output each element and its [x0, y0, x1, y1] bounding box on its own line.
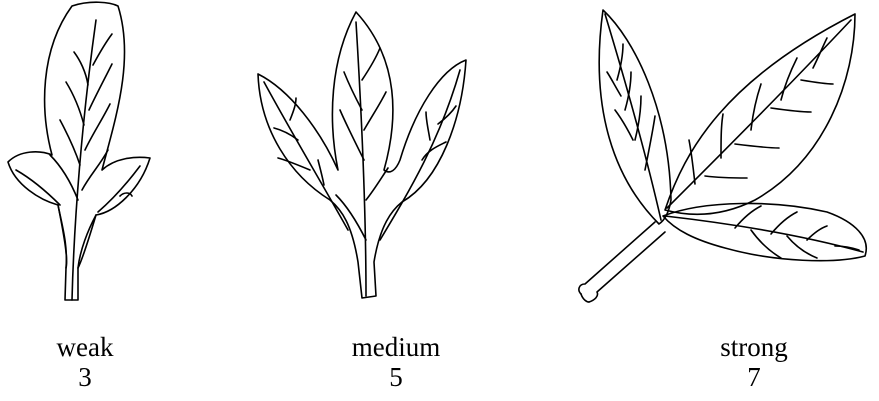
expression-label: strong: [674, 332, 834, 362]
caption-medium: medium 5: [316, 332, 476, 392]
expression-score: 7: [674, 362, 834, 392]
trifoliate-leaf-strong-icon: [575, 0, 875, 310]
three-lobed-leaf-weak-icon: [0, 0, 170, 310]
expression-score: 5: [316, 362, 476, 392]
expression-label: weak: [5, 332, 165, 362]
expression-score: 3: [5, 362, 165, 392]
caption-strong: strong 7: [674, 332, 834, 392]
three-lobed-leaf-medium-icon: [250, 0, 500, 310]
caption-weak: weak 3: [5, 332, 165, 392]
expression-label: medium: [316, 332, 476, 362]
